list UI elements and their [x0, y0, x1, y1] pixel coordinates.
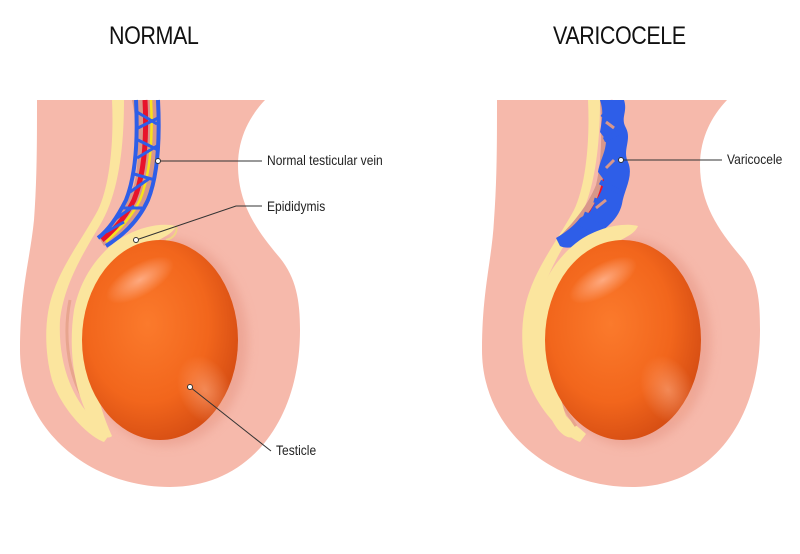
label-epididymis: Epididymis: [267, 198, 326, 214]
panel-title-normal: NORMAL: [109, 22, 199, 50]
varicocele-illustration: [482, 99, 760, 487]
label-testicle: Testicle: [276, 442, 317, 458]
testicular-vein-normal: [96, 99, 161, 248]
leader-lines-normal: [135, 160, 272, 452]
dilated-vein-varicocele: [556, 99, 630, 248]
label-normal-testicular-vein: Normal testicular vein: [267, 152, 383, 168]
epididymis-normal: [71, 224, 176, 438]
normal-illustration: [20, 99, 300, 487]
label-varicocele: Varicocele: [727, 151, 783, 167]
spermatic-cord-sheath: [46, 100, 124, 442]
panel-title-varicocele: VARICOCELE: [553, 22, 686, 50]
epididymis-varicocele: [533, 224, 638, 438]
